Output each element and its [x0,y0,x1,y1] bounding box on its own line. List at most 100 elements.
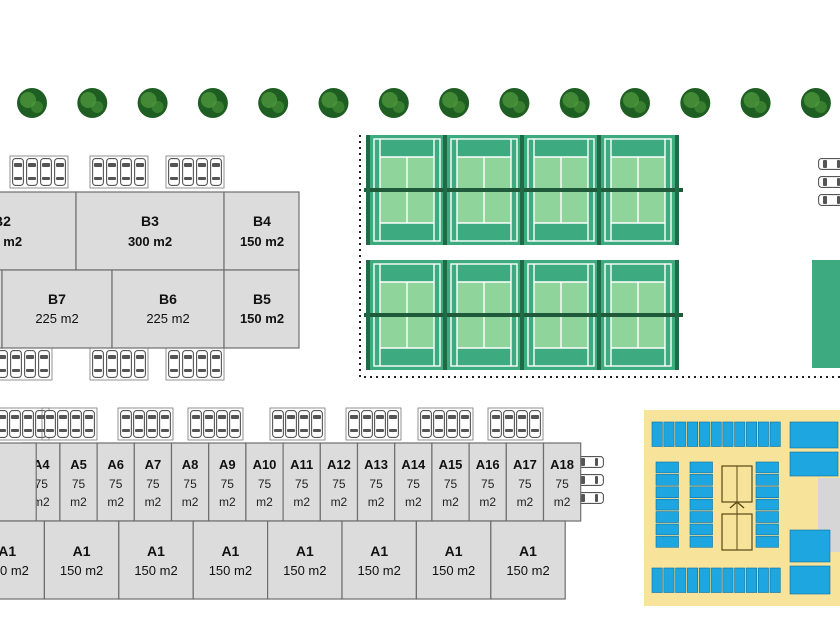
unit-b2-area: 300 m2 [0,234,22,249]
unit-footprint [415,520,492,600]
parked-car-icon [516,410,528,438]
tennis-courts [364,135,683,370]
unit-name: A1 [296,543,314,559]
unit-name: A1 [370,543,388,559]
parked-car-icon [54,158,66,186]
unit-name: A13 [364,457,388,472]
unit-b7-footprint [1,269,113,349]
parked-car-icon [196,158,208,186]
unit-footprint [319,442,359,522]
parked-car-icon [26,158,38,186]
parked-car-icon [529,410,541,438]
unit-b4[interactable]: B4 150 m2 [223,191,300,271]
unit-name: A16 [476,457,500,472]
unit-area: 150 m2 [283,563,326,578]
parked-car-icon [298,410,310,438]
unit-footprint [542,442,582,522]
unit-a1-5[interactable]: A1 150 m2 [267,520,343,600]
tree-icon [318,88,349,118]
parked-car-icon [818,194,840,206]
unit-name: A15 [439,457,463,472]
parked-car-icon [196,350,208,378]
parked-car-icon [106,350,118,378]
parked-car-icon [120,350,132,378]
parked-car-icon [24,350,36,378]
block-b: B2 300 m2 B3 300 m2 B4 150 m2 B7 225 m2 … [0,191,300,349]
unit-b4-area: 150 m2 [240,234,284,249]
unit-footprint [245,442,284,522]
unit-name: A9 [219,457,236,472]
tree-icon [17,88,47,118]
parked-car-icon [311,410,323,438]
unit-footprint [192,520,269,600]
unit-area: 150 m2 [209,563,252,578]
unit-name: A10 [253,457,277,472]
tree-icon [439,88,470,118]
parked-car-icon [818,176,840,188]
parked-car-icon [0,410,8,438]
unit-b5-footprint [223,269,300,349]
unit-b5[interactable]: B5 150 m2 [223,269,300,349]
unit-b7[interactable]: B7 225 m2 [1,269,113,349]
unit-name: A11 [290,457,313,472]
parked-car-icon [133,410,145,438]
parking-lot [644,410,840,606]
unit-footprint [468,442,507,522]
unit-b2[interactable]: B2 300 m2 [0,191,77,271]
unit-footprint [170,442,210,522]
parked-car-icon [83,410,95,438]
unit-footprint [341,520,418,600]
unit-b2-name: B2 [0,213,11,229]
parking-cars [0,155,840,504]
parked-car-icon [229,410,241,438]
parked-car-icon [182,350,194,378]
unit-footprint [431,442,470,522]
unit-area: 150 m2 [506,563,549,578]
parked-car-icon [387,410,399,438]
unit-b3[interactable]: B3 300 m2 [75,191,225,271]
unit-footprint [490,520,566,600]
parked-car-icon [459,410,471,438]
tree-icon [499,88,530,118]
parked-car-icon [168,350,180,378]
unit-name: A8 [182,457,199,472]
parked-car-icon [44,410,56,438]
tree-row [17,88,831,118]
sports-area-boundary [359,135,840,378]
unit-b6[interactable]: B6 225 m2 [111,269,225,349]
unit-footprint [0,520,46,600]
unit-b3-area: 300 m2 [128,234,172,249]
unit-b5-name: B5 [253,291,271,307]
